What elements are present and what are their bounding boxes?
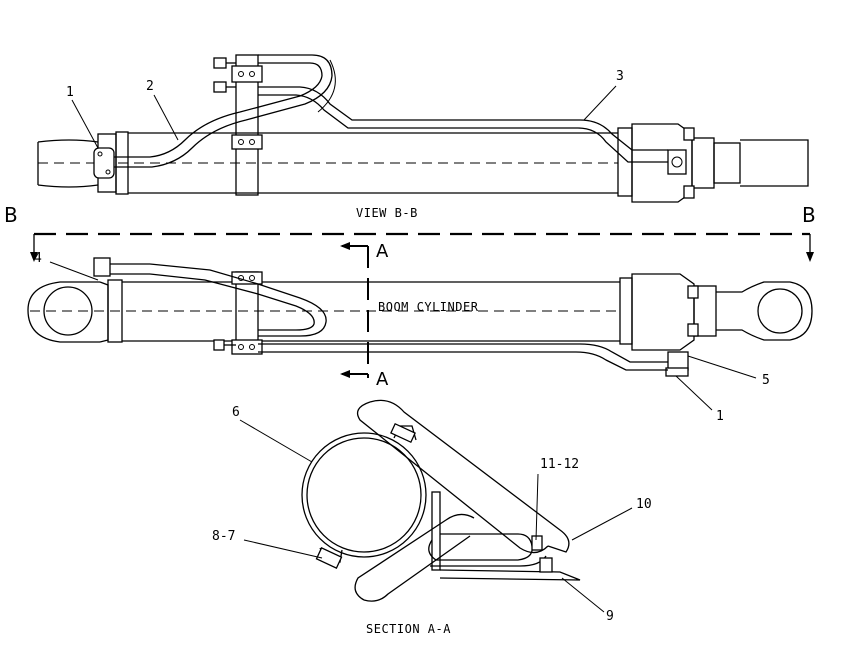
top-callouts: 1 2 3 VIEW B-B xyxy=(66,69,624,220)
callout-top-3: 3 xyxy=(616,69,624,84)
view-boom-cylinder: A A BOOM CYLINDER xyxy=(27,241,813,390)
callout-sec-8-7: 8-7 xyxy=(212,529,235,544)
view-b-b-caption: VIEW B-B xyxy=(356,206,418,220)
section-marker-b-right: B xyxy=(802,203,816,227)
callout-sec-6: 6 xyxy=(232,405,240,420)
section-marker-a-bottom: A xyxy=(376,369,389,390)
callout-mid-4: 4 xyxy=(34,251,42,266)
callout-top-2: 2 xyxy=(146,79,154,94)
section-line-b-b: B B xyxy=(4,203,816,262)
callout-top-1: 1 xyxy=(66,85,74,100)
section-callouts: 6 11-12 10 8-7 9 SECTION A-A xyxy=(212,405,652,636)
boom-cylinder-caption: BOOM CYLINDER xyxy=(378,300,479,314)
middle-callouts: 4 5 1 xyxy=(34,251,770,424)
section-a-a xyxy=(301,399,581,602)
callout-sec-10: 10 xyxy=(636,497,652,512)
section-a-a-caption: SECTION A-A xyxy=(366,622,451,636)
view-b-b xyxy=(37,54,809,203)
callout-mid-1: 1 xyxy=(716,409,724,424)
section-marker-b-left: B xyxy=(4,203,18,227)
callout-mid-5: 5 xyxy=(762,373,770,388)
section-marker-a-top: A xyxy=(376,241,389,262)
callout-sec-9: 9 xyxy=(606,609,614,624)
callout-sec-11-12: 11-12 xyxy=(540,457,579,472)
